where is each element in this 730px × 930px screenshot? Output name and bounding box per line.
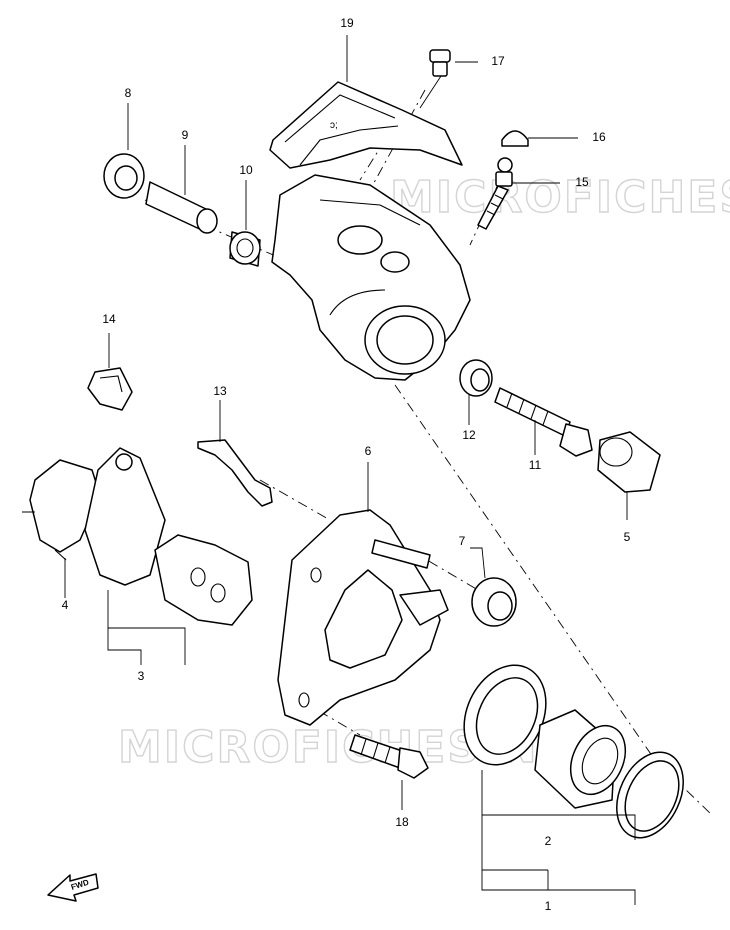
callout-2: 2 — [545, 834, 552, 848]
callout-9: 9 — [182, 128, 189, 142]
part-13-pad-spring — [197, 400, 273, 507]
part-16-bleeder-cap — [501, 130, 529, 147]
callout-16: 16 — [592, 130, 606, 144]
watermark-top: MICROFICHES.NET — [390, 172, 730, 223]
part-9-slide-pin — [145, 145, 218, 234]
callout-18: 18 — [395, 815, 409, 829]
callout-6: 6 — [365, 444, 372, 458]
callout-13: 13 — [213, 384, 227, 398]
callout-10: 10 — [239, 163, 253, 177]
callout-17: 17 — [491, 54, 505, 68]
callout-7: 7 — [459, 534, 466, 548]
callout-15: 15 — [575, 175, 589, 189]
part-7-boot — [470, 547, 517, 627]
callout-1: 1 — [545, 899, 552, 913]
callout-8: 8 — [125, 86, 132, 100]
forward-arrow-icon: FWD — [47, 873, 99, 902]
part-17-cover-bolt — [419, 49, 451, 109]
part-6-caliper-bracket — [277, 462, 449, 726]
part-19-caliper-cover: ɔ; — [269, 81, 463, 169]
callout-4: 4 — [62, 598, 69, 612]
caliper-body — [271, 174, 471, 381]
part-8-pin-boot — [103, 103, 145, 199]
callout-14: 14 — [102, 312, 116, 326]
svg-text:ɔ;: ɔ; — [330, 120, 338, 131]
part-2-piston-set — [463, 664, 684, 871]
part-10-bushing — [229, 180, 261, 267]
part-4-pad-shim — [22, 459, 101, 598]
part-3-brake-pads — [84, 447, 253, 665]
part-5-pin-boot — [597, 431, 661, 520]
callout-19: 19 — [340, 16, 354, 30]
callout-3: 3 — [138, 669, 145, 683]
callout-5: 5 — [624, 530, 631, 544]
part-11-mounting-bolt — [494, 387, 593, 457]
part-15-bleeder-valve — [477, 157, 513, 230]
part-18-bracket-bolt — [349, 734, 429, 810]
callout-labels: 1 2 3 4 5 6 7 8 9 10 11 12 13 14 15 16 1… — [62, 16, 631, 913]
callout-11: 11 — [529, 458, 542, 472]
part-1-caliper-assembly — [481, 870, 636, 905]
callout-12: 12 — [462, 428, 476, 442]
part-12-seal — [459, 359, 493, 425]
part-14-pad-clip — [87, 333, 133, 411]
